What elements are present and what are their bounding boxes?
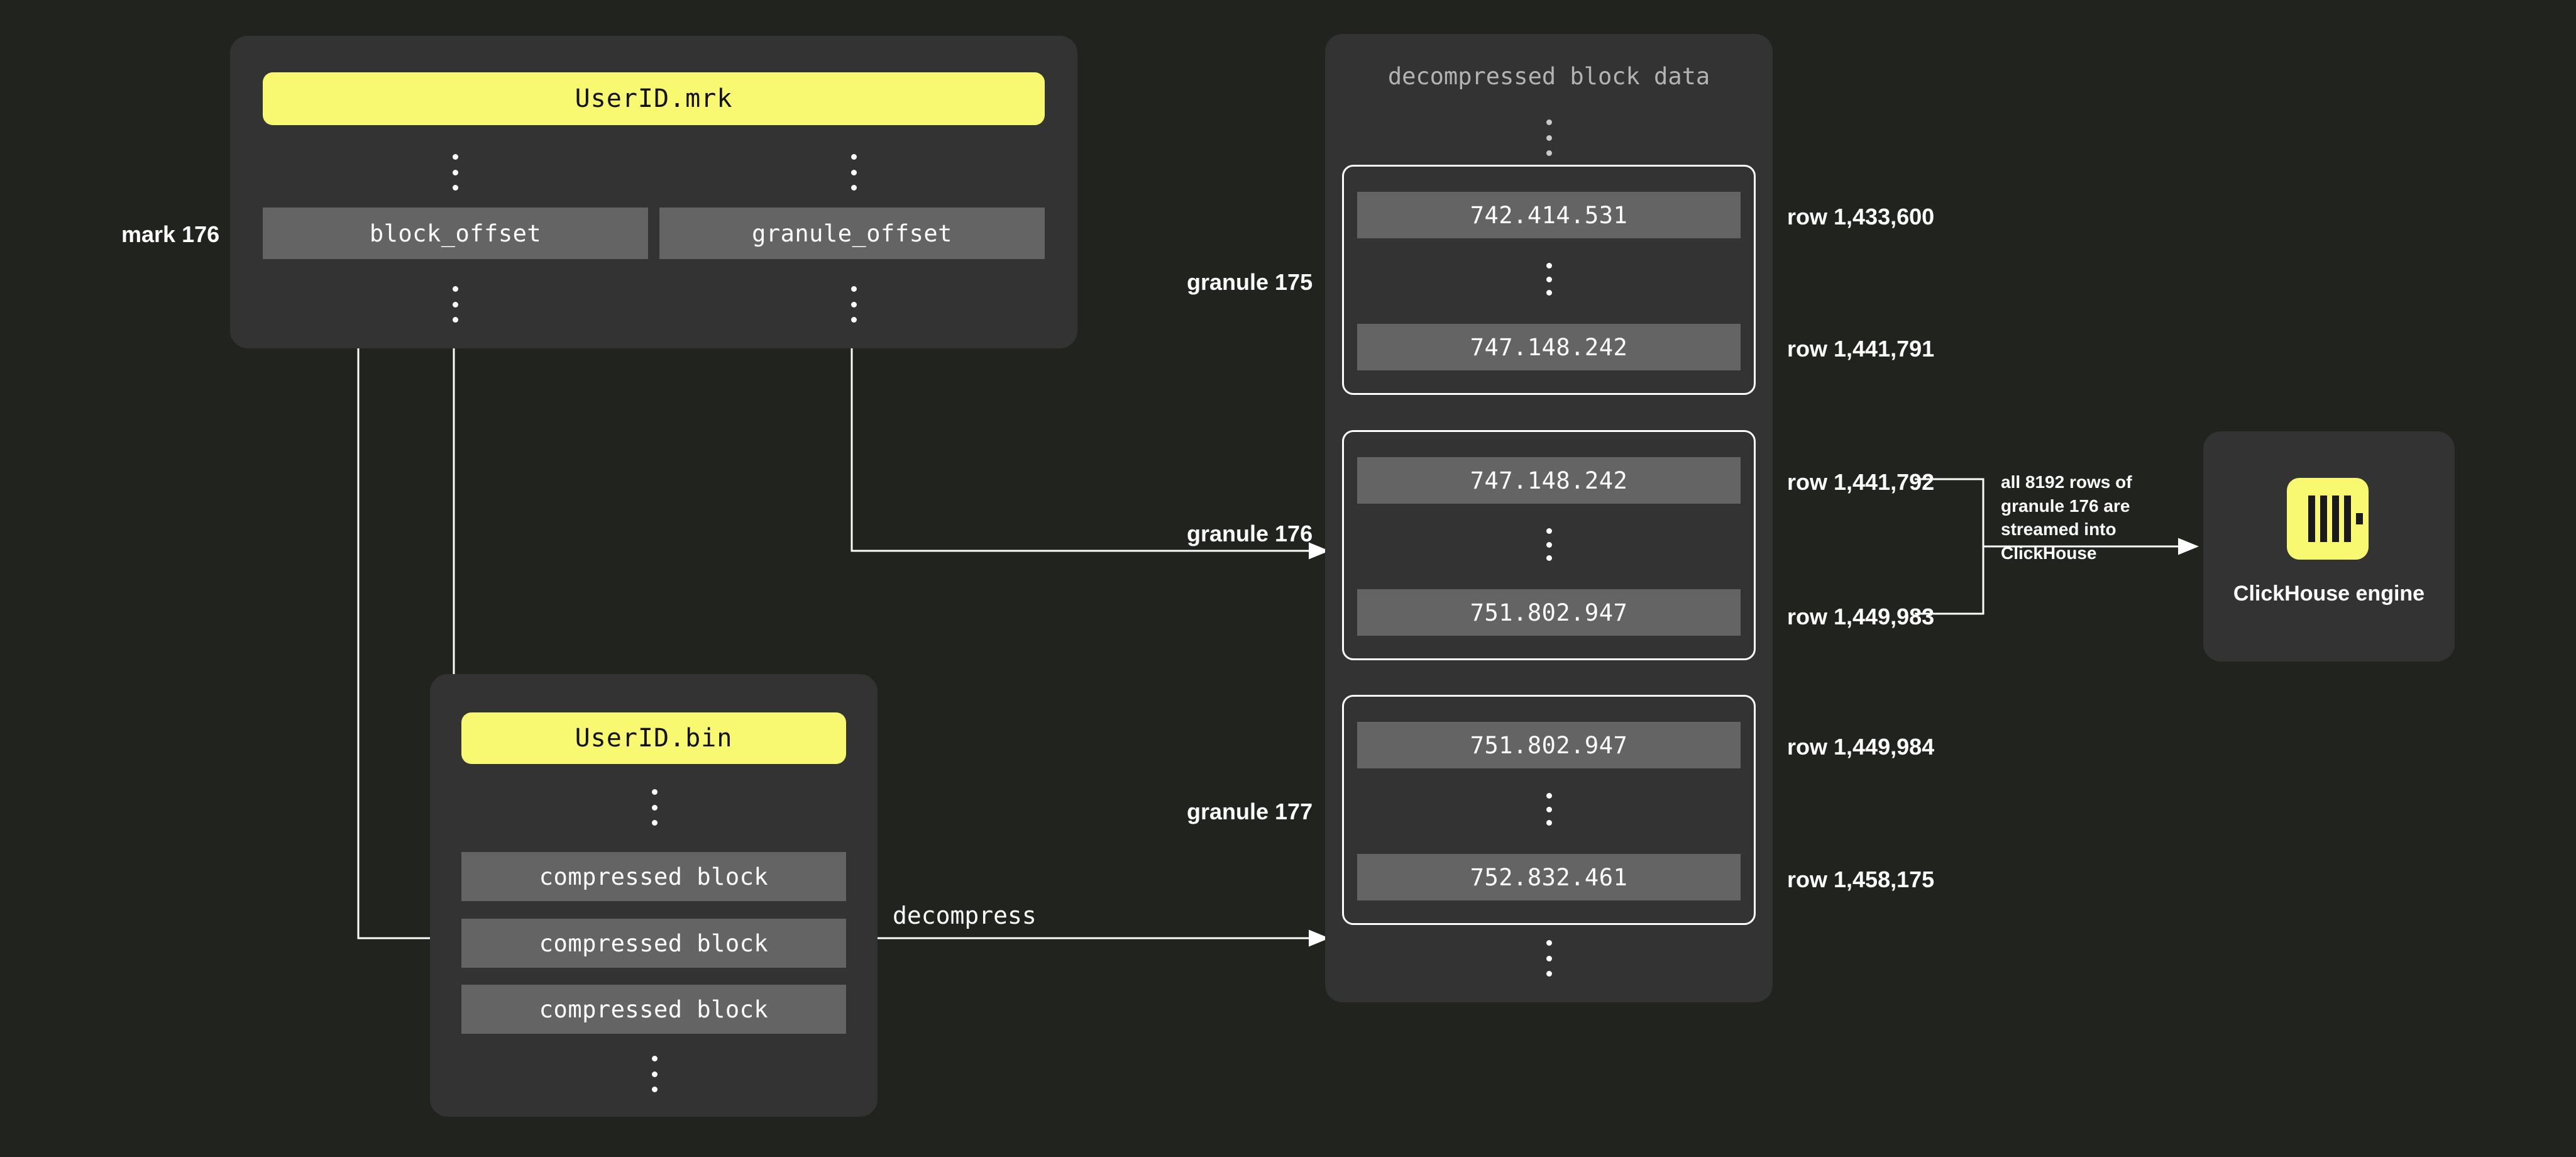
granule-177-last-row: row 1,458,175 — [1787, 866, 1935, 892]
granule-176-box — [1342, 430, 1756, 660]
mark-col1-ellipsis-top — [451, 154, 459, 191]
granule-175-first-row: row 1,433,600 — [1787, 204, 1935, 230]
granule-176-last-value[interactable]: 751.802.947 — [1357, 589, 1741, 636]
compressed-block-3[interactable]: compressed block — [461, 985, 846, 1034]
granule-177-first-value[interactable]: 751.802.947 — [1357, 722, 1741, 768]
clickhouse-logo-icon — [2287, 478, 2369, 560]
decompress-label: decompress — [893, 902, 1037, 929]
granule-175-ellipsis — [1545, 263, 1553, 296]
granule-175-label: granule 175 — [1187, 269, 1313, 295]
mark-cell-block-offset[interactable]: block_offset — [263, 208, 648, 259]
granule-177-last-value[interactable]: 752.832.461 — [1357, 854, 1741, 900]
granule-175-first-value[interactable]: 742.414.531 — [1357, 192, 1741, 238]
bin-ellipsis-bottom — [651, 1056, 658, 1092]
granule-176-label: granule 176 — [1187, 521, 1313, 546]
mark-col2-ellipsis-bottom — [850, 286, 857, 323]
granule-175-last-value[interactable]: 747.148.242 — [1357, 324, 1741, 370]
mark-col1-ellipsis-bottom — [451, 286, 459, 323]
granule-176-last-row: row 1,449,983 — [1787, 604, 1935, 629]
stream-note: all 8192 rows of granule 176 are streame… — [2001, 472, 2132, 563]
compressed-block-1[interactable]: compressed block — [461, 852, 846, 901]
bin-file-chip[interactable]: UserID.bin — [461, 712, 846, 764]
decompressed-ellipsis-top — [1545, 119, 1553, 156]
granule-177-label: granule 177 — [1187, 799, 1313, 824]
granule-176-first-value[interactable]: 747.148.242 — [1357, 457, 1741, 504]
granule-176-first-row: row 1,441,792 — [1787, 469, 1935, 495]
mark-file-chip[interactable]: UserID.mrk — [263, 72, 1045, 125]
granule-177-box — [1342, 695, 1756, 925]
compressed-block-2[interactable]: compressed block — [461, 919, 846, 968]
mark-cell-granule-offset[interactable]: granule_offset — [659, 208, 1045, 259]
mark-col2-ellipsis-top — [850, 154, 857, 191]
decompressed-panel-title: decompressed block data — [1387, 63, 1710, 90]
decompressed-ellipsis-bottom — [1545, 940, 1553, 977]
granule-177-first-row: row 1,449,984 — [1787, 734, 1935, 760]
mark-index-label: mark 176 — [121, 221, 220, 247]
clickhouse-engine-label: ClickHouse engine — [2233, 582, 2425, 606]
granule-177-ellipsis — [1545, 793, 1553, 826]
granule-175-box — [1342, 165, 1756, 395]
granule-175-last-row: row 1,441,791 — [1787, 336, 1935, 362]
granule-176-ellipsis — [1545, 528, 1553, 561]
bin-ellipsis-top — [651, 789, 658, 826]
